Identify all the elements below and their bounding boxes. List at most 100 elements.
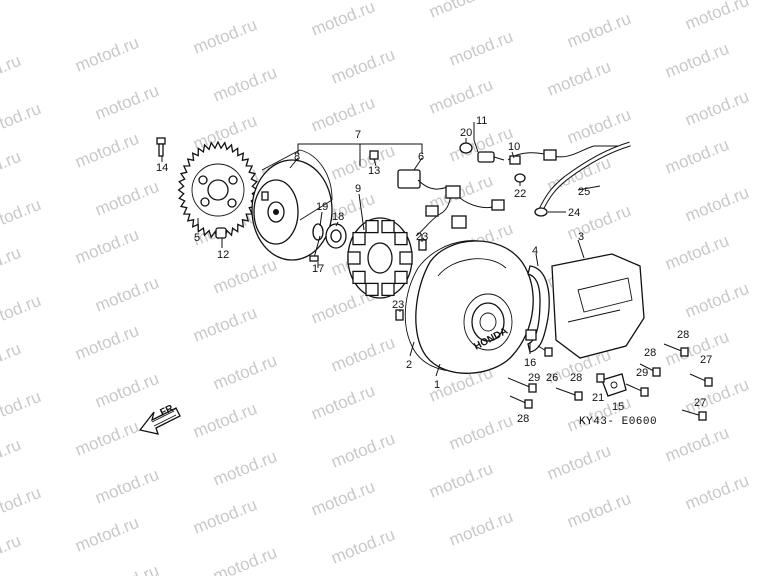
bolt-head [704,377,713,387]
bolt-shank [507,377,533,389]
callout-11: 11 [476,115,487,127]
watermark-text: motod.ru [426,0,495,22]
cover-bolts [507,343,713,421]
callout-15: 15 [612,401,624,413]
watermark-text: motod.ru [662,39,731,82]
watermark-text: motod.ru [328,429,397,472]
watermark-text: motod.ru [72,129,141,172]
callout-23: 23 [416,231,428,243]
part-14-bolt [156,137,166,157]
callout-19: 19 [316,201,328,213]
watermark-text: motod.ru [544,0,613,4]
watermark-text: motod.ru [0,99,44,142]
watermark-text: motod.ru [682,87,751,130]
stator-pole [347,251,361,265]
stator-pole [365,219,379,234]
part-5-sprocket [177,140,259,240]
part-6-wire-harness [397,169,505,237]
stator-pole [381,219,395,234]
watermark-text: motod.ru [0,147,24,190]
watermark-text: motod.ru [446,507,515,550]
callout-17: 17 [312,263,324,275]
stator-pole [394,270,408,285]
callout-28-c: 28 [570,372,582,384]
part-4-gasket [527,265,550,353]
callout-29-a: 29 [528,372,540,384]
watermark-text: motod.ru [72,321,141,364]
watermark-text: motod.ru [0,195,44,238]
part-13-bolt [369,150,379,160]
watermark-text: motod.ru [564,489,633,532]
leader-lines [161,122,601,377]
callout-4: 4 [532,245,538,257]
watermark-text: motod.ru [328,45,397,88]
watermark-text: motod.ru [426,75,495,118]
part-10-switch-lead [507,145,628,165]
stator-pole [381,282,395,297]
watermark-text: motod.ru [72,513,141,556]
watermark-text: motod.ru [210,63,279,106]
watermark-text: motod.ru [0,243,24,286]
callout-7: 7 [355,129,361,141]
watermark-text: motod.ru [308,0,377,40]
watermark-text: motod.ru [662,135,731,178]
part-1-left-crankcase-cover: HONDA [415,240,534,374]
watermark-text: motod.ru [0,339,24,382]
watermark-text: motod.ru [0,291,44,334]
callout-28-a: 28 [677,329,689,341]
watermark-text: motod.ru [328,333,397,376]
watermark-text: motod.ru [190,303,259,346]
watermark-text: motod.ru [328,525,397,568]
callout-12: 12 [217,249,229,261]
callout-28-b: 28 [644,347,656,359]
callout-29-b: 29 [636,367,648,379]
callout-1: 1 [434,379,440,391]
callout-27-a: 27 [700,354,712,366]
callout-13: 13 [368,165,380,177]
watermark-text: motod.ru [564,9,633,52]
front-arrow: FR. [138,402,181,435]
part-16-damper [525,329,537,341]
watermark-text: motod.ru [210,255,279,298]
watermark-text: motod.ru [0,387,44,430]
diagram-code: KY43- E0600 [579,416,657,428]
watermark-text: motod.ru [210,351,279,394]
watermark-text: motod.ru [210,543,279,576]
watermark-text: motod.ru [0,51,24,94]
watermark-text: motod.ru [92,465,161,508]
callout-6: 6 [418,151,424,163]
callout-25: 25 [578,186,590,198]
part-8-flywheel [251,149,333,261]
part-20-o-ring [459,142,473,154]
watermark-text: motod.ru [190,15,259,58]
callout-10: 10 [508,141,520,153]
watermark-text: motod.ru [0,483,44,526]
callout-16: 16 [524,357,536,369]
part-3-sprocket-cover [551,253,645,359]
callout-23-b: 23 [392,299,404,311]
watermark-text: motod.ru [92,561,161,576]
part-24-clip [534,207,548,217]
callout-9: 9 [355,183,361,195]
watermark-text: motod.ru [92,81,161,124]
callout-24: 24 [568,207,580,219]
watermark-text: motod.ru [446,411,515,454]
part-9-stator [347,217,413,299]
watermark-text: motod.ru [328,141,397,184]
bolt-head [544,347,553,357]
watermark-text: motod.ru [92,177,161,220]
watermark-text: motod.ru [682,279,751,322]
watermark-text: motod.ru [92,369,161,412]
callout-3: 3 [578,231,584,243]
callout-22: 22 [514,188,526,200]
stator-pole [365,282,379,297]
bolt-head [698,411,707,421]
callout-8: 8 [294,151,300,163]
watermark-text: motod.ru [0,531,24,574]
callout-2: 2 [406,359,412,371]
part-21-collar [596,373,605,383]
callout-21: 21 [592,392,604,404]
part-15-plate [601,373,627,397]
